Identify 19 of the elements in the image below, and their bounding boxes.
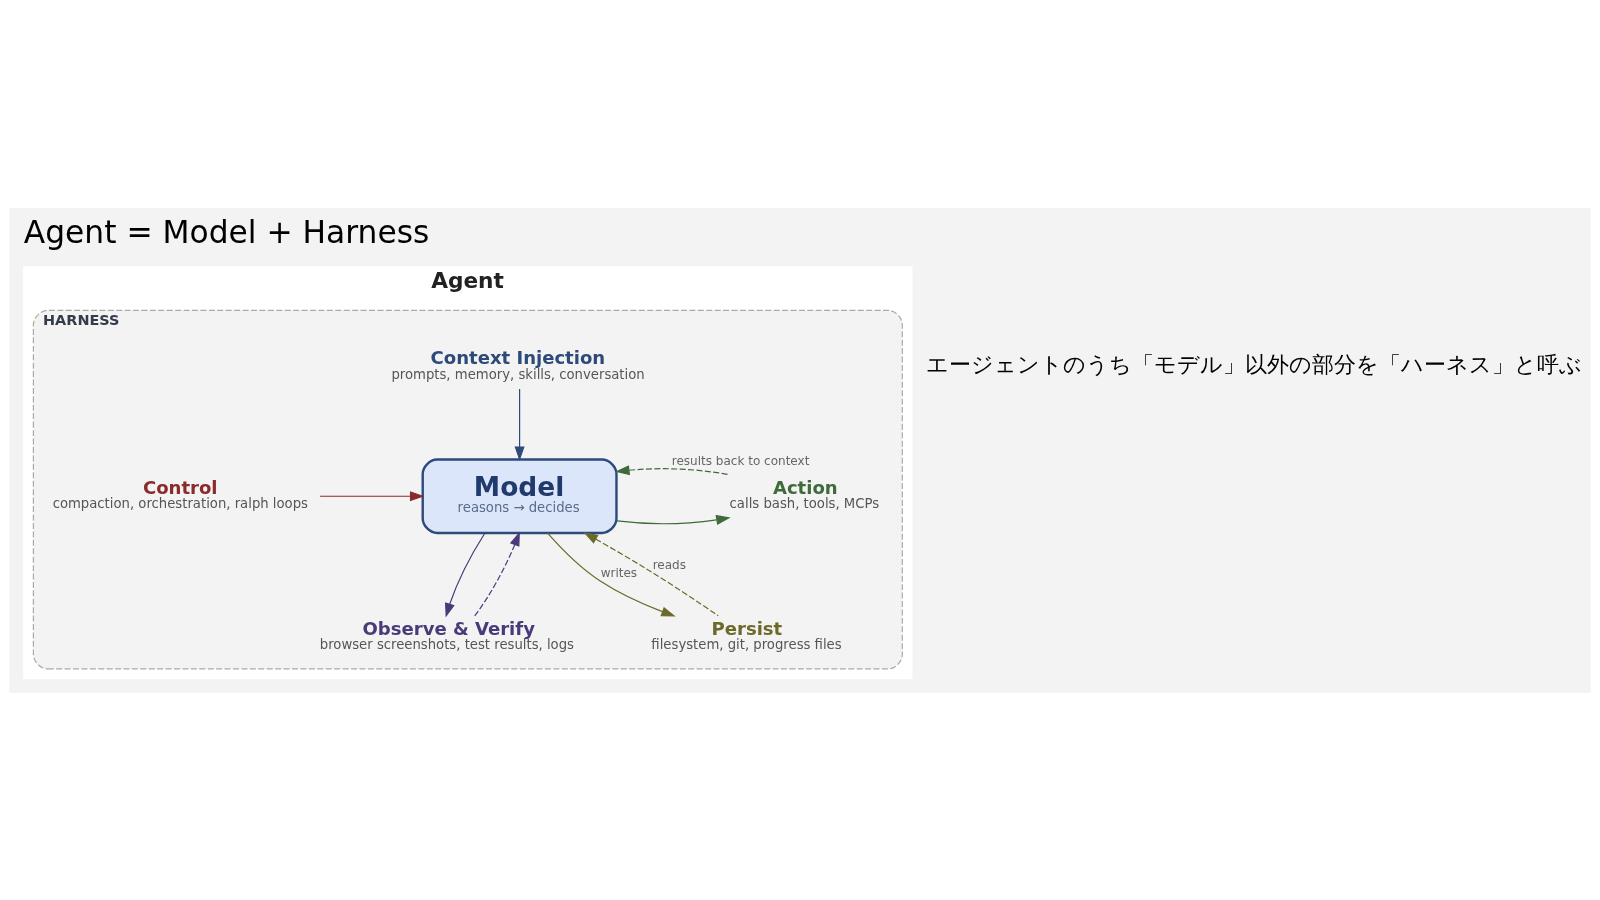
node-text: Action calls bash, tools, MCPs <box>729 476 880 511</box>
arrow <box>474 531 520 616</box>
node-text: Context Injection prompts, memory, skills, conversation <box>391 346 645 382</box>
edge-label: results back to context <box>671 453 810 468</box>
arrow <box>583 531 719 616</box>
edge-label: writes <box>600 565 638 580</box>
arrow <box>615 464 730 475</box>
arrow <box>616 514 731 525</box>
edge-label: reads <box>652 557 687 572</box>
label: エージェントのうち「モデル」以外の部分を「ハーネス」と呼ぶ <box>925 351 1582 377</box>
diagram-title: Agent = Model + Harness <box>23 213 430 250</box>
arrow <box>319 490 425 501</box>
arrow <box>547 532 676 617</box>
arrow <box>514 387 525 461</box>
node-text: Persist filesystem, git, progress files <box>651 617 842 652</box>
node-text: Control compaction, orchestration, ralph loops <box>52 476 308 511</box>
node-box: Model reasons → decides <box>421 457 618 534</box>
node-text: Observe & Verify browser screenshots, test results, logs <box>319 617 574 652</box>
arrow <box>444 532 486 618</box>
